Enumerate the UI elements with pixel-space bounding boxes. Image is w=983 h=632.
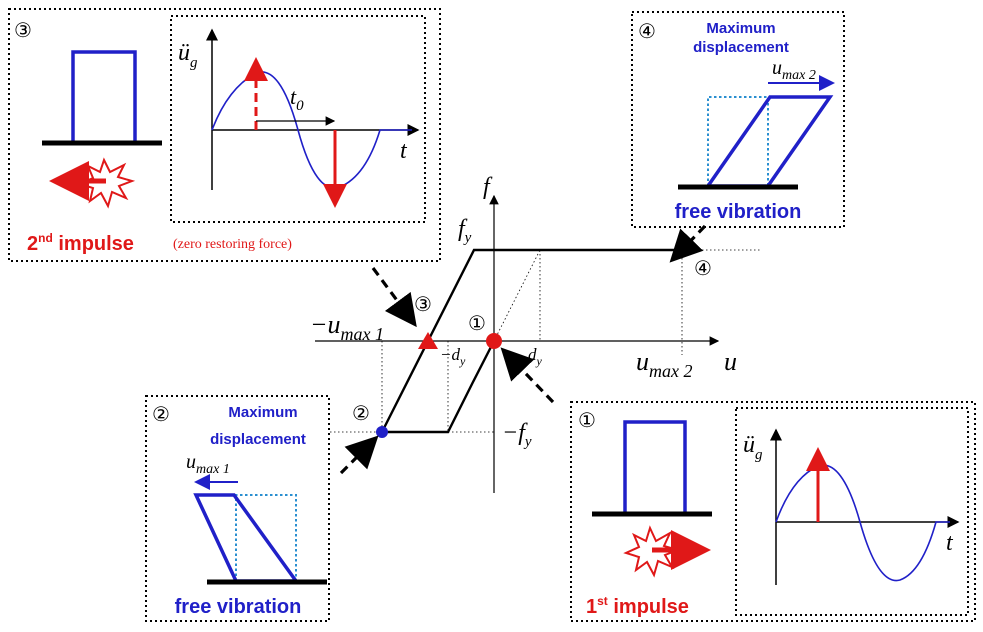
accel-wave-1	[775, 464, 950, 582]
first-impulse-title: 1st impulse	[586, 594, 689, 618]
fy-label: fy	[458, 216, 472, 246]
marker-4-panel: ④	[638, 19, 656, 43]
neg-fy-label: −fy	[502, 420, 532, 450]
max-disp-line1-2: Maximum	[228, 404, 297, 421]
umax1-panel-label: umax 1	[186, 451, 230, 477]
hysteresis-graph: f u fy −fy dy −dy −umax 1 umax 2 ① ③ ② ④	[310, 174, 760, 493]
zero-restoring-note: (zero restoring force)	[173, 237, 292, 252]
marker-2-panel: ②	[152, 402, 170, 426]
neg-dy-label: −dy	[440, 345, 466, 368]
max-disp-line2-4: displacement	[693, 39, 789, 56]
connector-arrow-2	[339, 435, 379, 475]
marker-4-graph: ④	[694, 256, 712, 280]
marker-1-graph: ①	[468, 311, 486, 335]
t-axis-label-3: t	[400, 138, 408, 164]
hysteresis-loop	[380, 248, 682, 434]
panel-3-frame	[8, 8, 441, 262]
free-vibration-4: free vibration	[675, 201, 802, 223]
f-axis-label: f	[483, 174, 493, 200]
connector-arrow-4	[669, 224, 707, 263]
ug-label-1: üg	[743, 432, 763, 463]
accel-wave-3	[211, 71, 412, 189]
point-3-red-triangle	[418, 332, 438, 349]
point-1-red-dot	[486, 333, 502, 349]
panel-1-frame	[570, 401, 976, 622]
connector-arrow-3	[371, 267, 417, 328]
panel-3-accel-frame	[170, 15, 426, 223]
marker-1-panel: ①	[578, 408, 596, 432]
connector-arrow-1	[500, 347, 555, 404]
marker-2-graph: ②	[352, 401, 370, 425]
marker-3-graph: ③	[414, 292, 432, 316]
t0-label: t0	[290, 84, 304, 114]
u-axis-label: u	[724, 347, 737, 376]
max-disp-line2-2: displacement	[210, 431, 306, 448]
frame-structure-1	[623, 420, 687, 513]
t-axis-label-1: t	[946, 530, 954, 556]
frame-structure-3	[71, 50, 137, 143]
dy-label: dy	[528, 345, 543, 368]
original-frame-dotted-2	[235, 494, 297, 581]
ug-label-3: üg	[178, 40, 198, 71]
max-disp-line1-4: Maximum	[706, 20, 775, 37]
second-impulse-title: 2nd impulse	[27, 231, 134, 255]
panel-4: ④ Maximum displacement umax 2 free vibra…	[631, 11, 845, 228]
point-2-blue-dot	[376, 426, 388, 438]
umax2-label: umax 2	[636, 347, 693, 381]
panel-1: ① 1st impulse üg t	[570, 401, 976, 622]
impulse-burst-icon-3	[77, 157, 136, 209]
panel-4-frame	[631, 11, 845, 228]
marker-3-panel: ③	[14, 18, 32, 42]
panel-2-frame	[145, 395, 330, 622]
displaced-frame-2	[193, 493, 300, 583]
panel-2: ② Maximum displacement umax 1 free vibra…	[145, 395, 330, 622]
panel-1-accel-frame	[735, 407, 969, 616]
free-vibration-2: free vibration	[175, 596, 302, 618]
panel-3: ③ üg t0 t 2nd impulse (zero restoring fo…	[8, 8, 441, 262]
neg-umax1-label: −umax 1	[310, 310, 384, 344]
impulse-burst-icon-1	[623, 525, 682, 578]
umax2-panel-label: umax 2	[772, 57, 816, 83]
